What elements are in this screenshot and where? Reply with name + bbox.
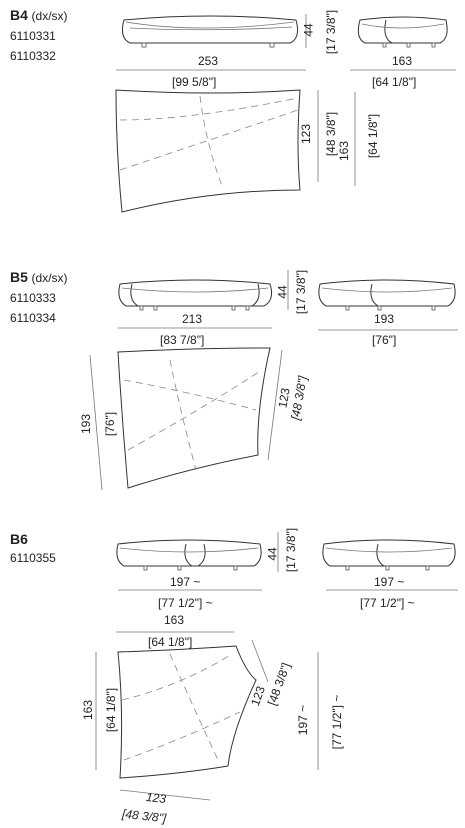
b5-variant: (dx/sx) <box>31 271 68 285</box>
b6-side-height-cm: 44 <box>265 547 280 561</box>
b5-side-length-in: [83 7/8"] <box>160 333 205 347</box>
b5-code-2: 6110334 <box>10 311 56 325</box>
b4-side-length-in: [99 5/8"] <box>172 75 217 89</box>
b4-end-width-in: [64 1/8"] <box>372 75 417 89</box>
b5-side-height-in: [17 3/8"] <box>294 269 308 315</box>
b4-variant: (dx/sx) <box>31 9 68 23</box>
b4-plan-view <box>115 89 356 213</box>
b6-plan-left-cm: 163 <box>81 699 96 721</box>
b4-side-height-cm: 44 <box>301 23 316 37</box>
b5-plan-right-cm: 123 <box>275 386 293 410</box>
b5-end-view <box>318 279 458 331</box>
b5-plan-left-cm: 193 <box>79 413 94 435</box>
b6-plan-right-in: [77 1/2"] ~ <box>330 694 344 750</box>
b4-code-1: 6110331 <box>10 29 56 43</box>
b6-plan-top-in: [64 1/8"] <box>148 635 193 649</box>
b4-end-width-cm: 163 <box>392 54 413 68</box>
b6-code-1: 6110355 <box>10 551 56 565</box>
b6-plan-top-cm: 163 <box>164 613 185 627</box>
b4-plan-width-cm: 163 <box>337 140 352 162</box>
b6-side-length-cm: 197 ~ <box>170 575 201 589</box>
b4-model-name: B4 <box>10 7 28 23</box>
b5-code-1: 6110333 <box>10 291 56 305</box>
b4-side-length-cm: 253 <box>198 54 219 68</box>
b6-side-height-in: [17 3/8"] <box>284 527 298 573</box>
b4-end-view <box>350 16 456 71</box>
b5-title: B5 (dx/sx) <box>10 270 68 284</box>
b4-plan-depth-cm: 123 <box>299 123 314 145</box>
b4-side-view <box>116 14 307 71</box>
b6-side-length-in: [77 1/2"] ~ <box>158 596 213 610</box>
b5-end-width-in: [76"] <box>372 333 397 347</box>
b4-side-height-in: [17 3/8"] <box>324 9 338 55</box>
b4-plan-width-in: [64 1/8"] <box>366 113 380 159</box>
b4-title: B4 (dx/sx) <box>10 8 68 22</box>
b5-side-height-cm: 44 <box>275 285 290 299</box>
b5-model-name: B5 <box>10 269 28 285</box>
b6-plan-left-in: [64 1/8"] <box>104 687 118 733</box>
b5-end-width-cm: 193 <box>374 312 395 326</box>
b6-side-view <box>116 532 279 591</box>
b6-title: B6 <box>10 532 28 546</box>
b4-code-2: 6110332 <box>10 49 56 63</box>
b5-side-length-cm: 213 <box>182 312 203 326</box>
b6-end-view <box>322 539 458 591</box>
b6-model-name: B6 <box>10 531 28 547</box>
b6-end-width-in: [77 1/2"] ~ <box>360 596 415 610</box>
b5-plan-view <box>89 347 283 491</box>
b5-side-view <box>118 270 289 329</box>
b6-plan-bottom-cm: 123 <box>145 789 167 807</box>
b4-plan-depth-in: [48 3/8"] <box>324 111 338 157</box>
b6-plan-view <box>95 631 319 801</box>
b6-end-width-cm: 197 ~ <box>374 575 405 589</box>
b6-plan-right-cm: 197 ~ <box>296 704 311 736</box>
b5-plan-left-in: [76"] <box>103 411 117 437</box>
